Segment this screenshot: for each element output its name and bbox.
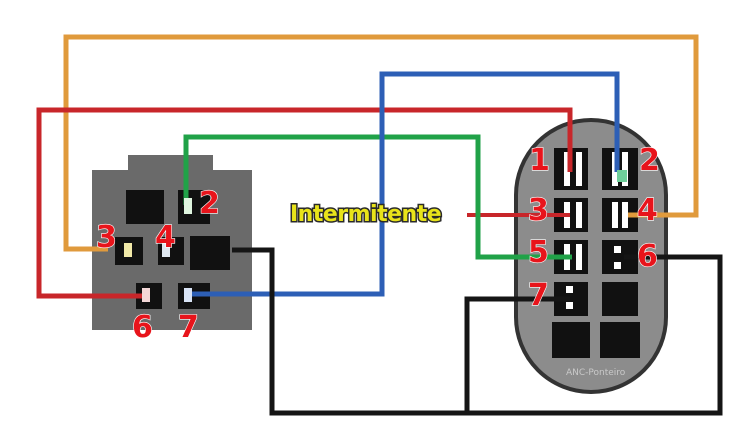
left-pin-4: 4	[155, 220, 176, 255]
right-pin-3: 3	[528, 193, 549, 228]
right-pin-7: 7	[528, 278, 549, 313]
right-connector-logo: ANC-Ponteiro	[566, 368, 626, 378]
intermitente-label: Intermitente	[290, 202, 441, 227]
wire-orange	[63, 34, 699, 252]
wire-green	[183, 134, 572, 260]
wire-black-2	[464, 296, 570, 413]
contact-left-4	[162, 243, 170, 257]
right-pin-5: 5	[528, 235, 549, 270]
contact-left-2	[184, 198, 192, 214]
contact-left-7	[184, 288, 192, 302]
wire-red	[36, 107, 573, 299]
right-pin-4: 4	[637, 193, 658, 228]
left-pin-2: 2	[199, 186, 220, 221]
right-pin-6: 6	[637, 239, 658, 274]
left-pin-3: 3	[96, 220, 117, 255]
left-pin-7: 7	[178, 310, 199, 345]
left-connector	[92, 155, 252, 330]
wire-blue	[186, 71, 620, 297]
right-pin-2: 2	[639, 143, 660, 178]
right-pin-1: 1	[529, 143, 550, 178]
contact-left-3	[124, 243, 132, 257]
wire-black-1	[232, 247, 723, 416]
contact-left-6	[142, 288, 150, 302]
left-pin-6: 6	[132, 310, 153, 345]
contact-right-2	[617, 170, 627, 182]
